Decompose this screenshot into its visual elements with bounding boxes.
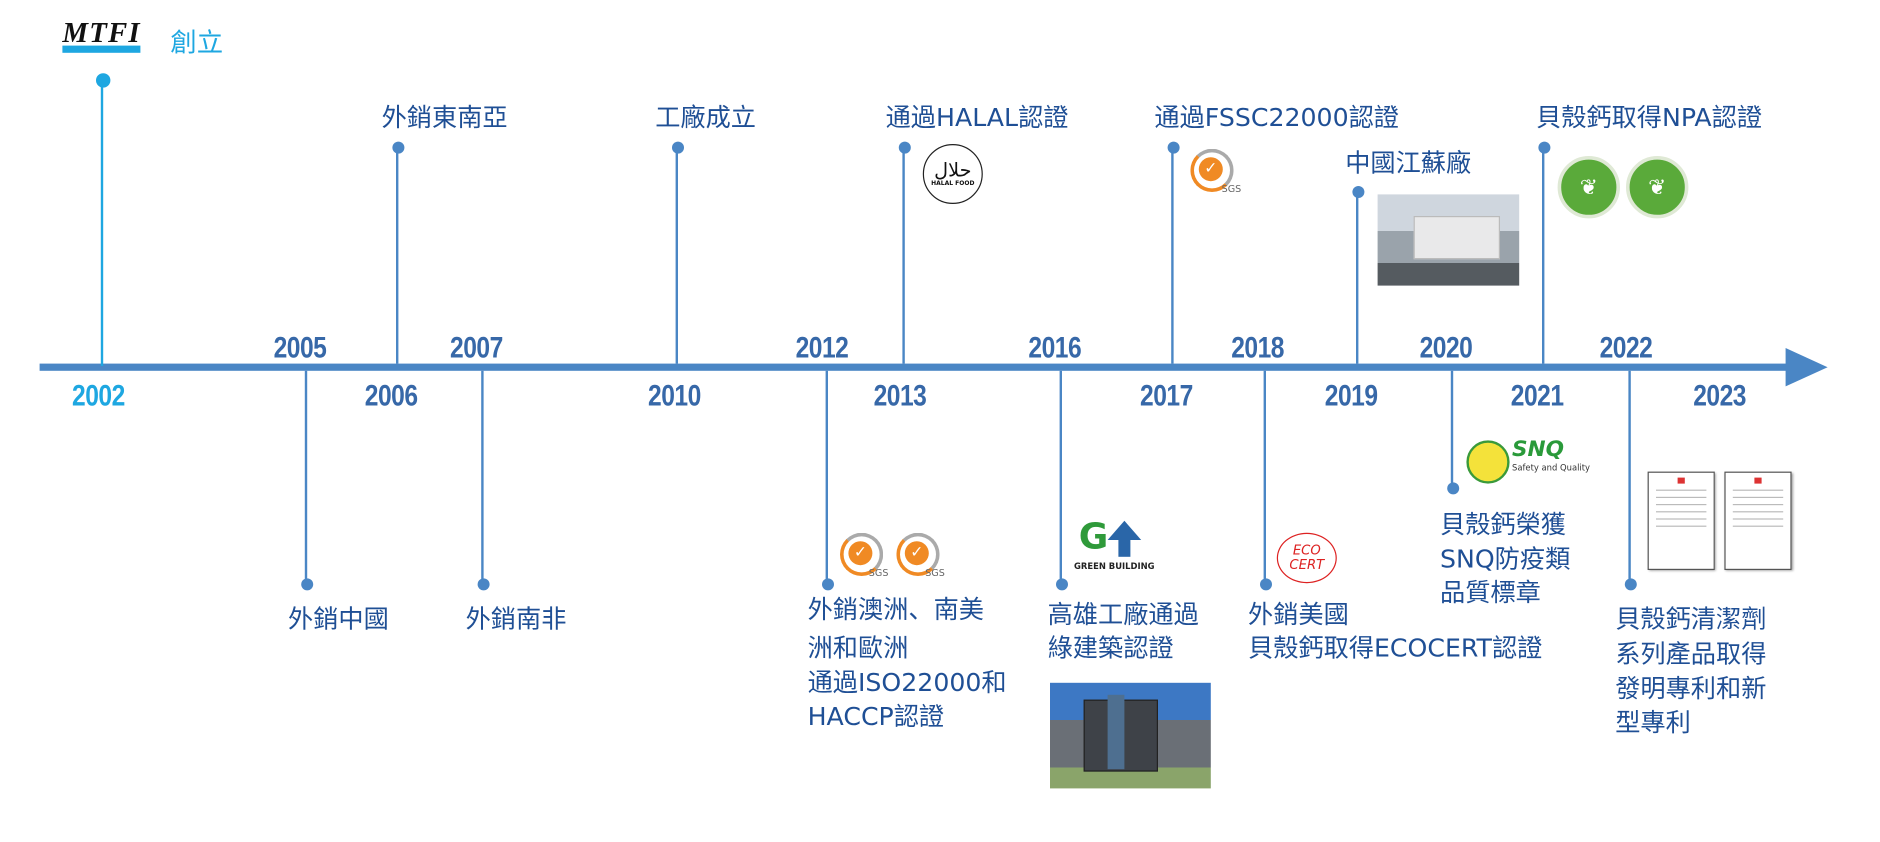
event-2012-line1: 外銷澳洲、南美: [807, 595, 985, 624]
event-2020-line2: SNQ防疫類: [1440, 544, 1571, 574]
sgs-haccp-logo: ✓ SGS: [894, 530, 949, 583]
year-2002: 2002: [72, 379, 125, 413]
green-building-logo: G GREEN BUILDING: [1074, 516, 1155, 572]
event-2019: 中國江蘇廠: [1345, 148, 1472, 178]
mtfi-logo: MTFI: [62, 19, 141, 53]
halal-arabic: حلال: [934, 158, 972, 182]
event-2006: 外銷東南亞: [381, 103, 508, 132]
year-2022: 2022: [1599, 331, 1653, 365]
event-2022-line4: 型專利: [1615, 708, 1691, 737]
milestone-dot-2020: [1447, 482, 1460, 495]
event-2022-line3: 發明專利和新: [1615, 674, 1767, 704]
milestone-dot-2021: [1538, 141, 1551, 154]
milestone-dot-2005: [301, 578, 314, 591]
milestone-dot-2006: [392, 141, 405, 154]
event-2010: 工廠成立: [655, 103, 756, 132]
event-2007: 外銷南非: [465, 604, 567, 634]
year-2013: 2013: [873, 379, 927, 413]
milestone-dot-2013: [898, 141, 911, 154]
event-2018-line1: 外銷美國: [1248, 600, 1349, 629]
stem-2006: [396, 147, 399, 364]
milestone-dot-2012: [822, 578, 835, 591]
event-2017: 通過FSSC22000認證: [1154, 103, 1400, 132]
timeline-axis: [39, 363, 1792, 371]
stem-2018: [1263, 370, 1266, 585]
year-2010: 2010: [648, 379, 701, 413]
sgs-label: SGS: [868, 567, 889, 579]
sgs-iso22000-logo: ✓ SGS: [838, 530, 893, 583]
sgs-fssc-logo: ✓ SGS: [1188, 146, 1248, 199]
sgs-label: SGS: [1221, 183, 1242, 195]
milestone-dot-2022: [1624, 578, 1637, 591]
halal-caption: HALAL FOOD: [931, 180, 975, 188]
year-2005: 2005: [273, 331, 327, 365]
stem-2007: [481, 370, 484, 585]
milestone-dot-2018: [1260, 578, 1272, 591]
event-2021: 貝殼鈣取得NPA認證: [1536, 103, 1763, 132]
event-2013: 通過HALAL認證: [885, 103, 1069, 132]
npa-certified-logo: ❦: [1557, 156, 1621, 219]
year-2012: 2012: [795, 331, 849, 365]
year-2021: 2021: [1510, 379, 1564, 413]
stem-2012: [825, 370, 829, 585]
milestone-dot-2016: [1056, 578, 1068, 591]
arrow-right-icon: [1785, 348, 1828, 387]
snq-seal-icon: [1466, 440, 1510, 484]
stem-2019: [1356, 192, 1359, 364]
patent-certificate-1: [1647, 471, 1715, 570]
event-2012-line2: 洲和歐洲: [807, 633, 909, 663]
year-2019: 2019: [1324, 379, 1378, 413]
event-2016-line1: 高雄工廠通過: [1047, 600, 1199, 629]
stem-2022: [1628, 370, 1631, 585]
ecocert-logo: ECO CERT: [1276, 532, 1337, 584]
milestone-dot-2019: [1352, 186, 1365, 199]
snq-caption: Safety and Quality: [1512, 463, 1591, 473]
event-2020-line1: 貝殼鈣榮獲: [1440, 510, 1567, 539]
stem-2017: [1171, 147, 1174, 364]
green-building-label: GREEN BUILDING: [1074, 561, 1155, 572]
ecocert-eco: ECO: [1292, 542, 1321, 558]
year-2018: 2018: [1231, 331, 1284, 365]
stem-2021: [1542, 147, 1545, 364]
stem-2010: [675, 147, 678, 364]
milestone-dot-2007: [477, 578, 490, 591]
year-2007: 2007: [450, 331, 503, 365]
halal-logo: حلال HALAL FOOD: [922, 144, 983, 205]
year-2020: 2020: [1419, 331, 1473, 365]
stem-2002: [100, 80, 104, 367]
patent-certificate-2: [1724, 471, 1792, 570]
stem-2016: [1059, 370, 1062, 585]
event-2020-line3: 品質標章: [1440, 578, 1541, 608]
event-2022-line2: 系列產品取得: [1615, 639, 1767, 669]
event-2012-line3: 通過ISO22000和: [807, 668, 1007, 698]
event-2022-line1: 貝殼鈣清潔劑: [1615, 604, 1767, 634]
milestone-dot-2002: [96, 73, 111, 88]
sgs-label: SGS: [925, 567, 945, 579]
stem-2020: [1450, 370, 1454, 489]
npa-certified-logo-2: ❦: [1626, 156, 1689, 219]
event-2018-line2: 貝殼鈣取得ECOCERT認證: [1248, 633, 1543, 663]
year-2006: 2006: [364, 379, 418, 413]
year-2017: 2017: [1140, 379, 1193, 413]
milestone-dot-2010: [672, 141, 684, 154]
kaohsiung-factory-photo: [1050, 682, 1211, 789]
stem-2005: [304, 370, 308, 585]
event-2012-line4: HACCP認證: [807, 702, 945, 731]
year-2016: 2016: [1028, 331, 1082, 365]
founded-label: 創立: [170, 28, 224, 59]
milestone-dot-2017: [1167, 141, 1180, 154]
stem-2013: [902, 147, 905, 364]
year-2023: 2023: [1693, 379, 1746, 413]
jiangsu-factory-photo: [1377, 194, 1520, 286]
event-2016-line2: 綠建築認證: [1047, 633, 1174, 663]
event-2005: 外銷中國: [288, 604, 389, 634]
ecocert-cert: CERT: [1289, 556, 1325, 573]
snq-mark: SNQ: [1512, 436, 1565, 463]
